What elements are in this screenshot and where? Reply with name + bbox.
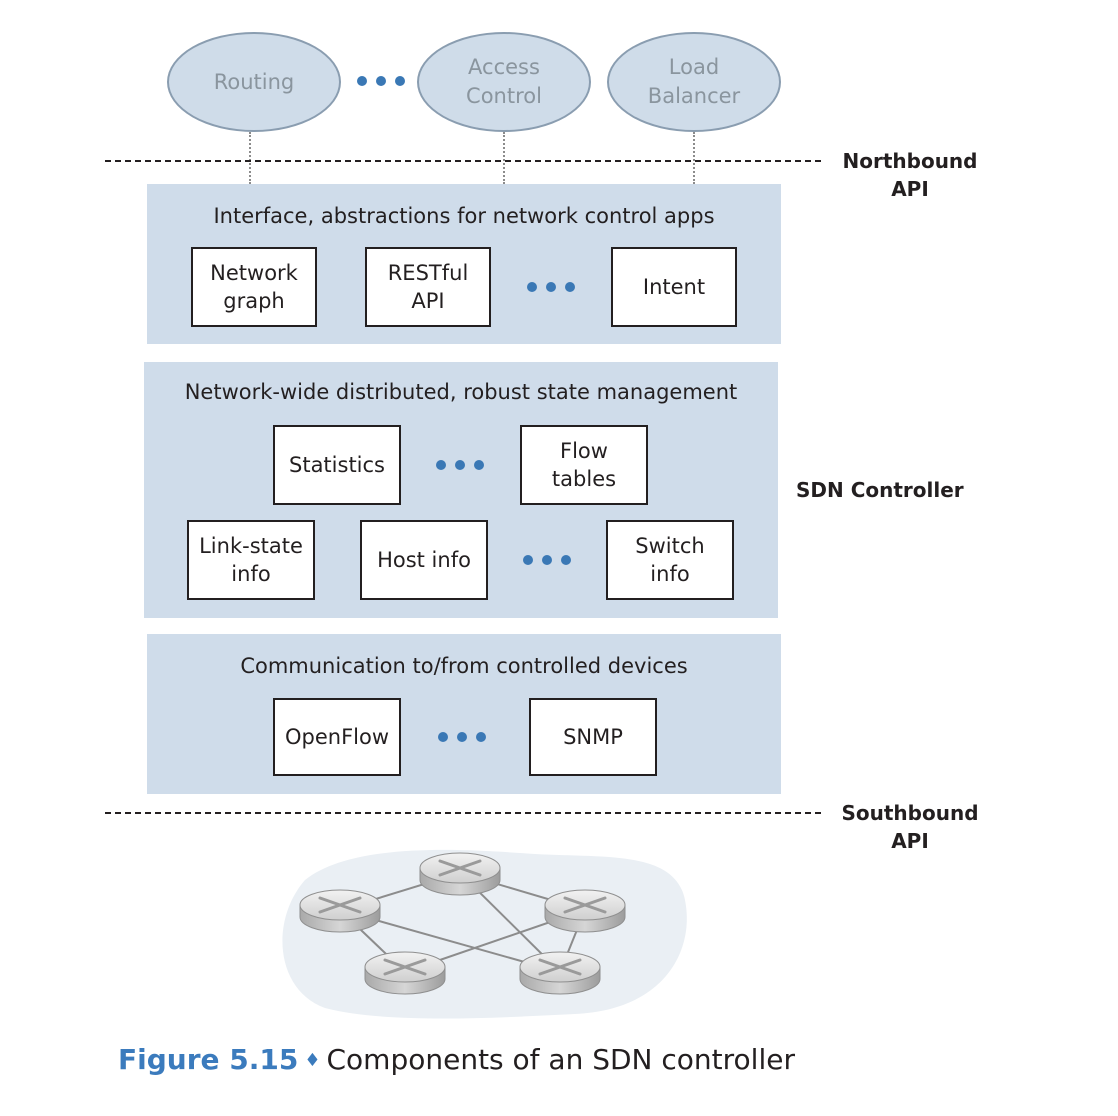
layer-title: Network-wide distributed, robust state m… (184, 380, 738, 404)
ellipsis-dots (527, 282, 575, 292)
access-control-app: Access Control (417, 32, 591, 132)
ellipsis-dots (357, 76, 405, 86)
figure-caption: Figure 5.15♦Components of an SDN control… (118, 1043, 795, 1076)
routing-app: Routing (167, 32, 341, 132)
interface-layer: Interface, abstractions for network cont… (147, 184, 781, 344)
connector-line (503, 132, 505, 184)
router-icon (518, 950, 602, 996)
connector-line (249, 132, 251, 184)
snmp-box: SNMP (529, 698, 657, 776)
caption-text: Components of an SDN controller (326, 1043, 795, 1076)
ellipsis-dots (436, 460, 484, 470)
communication-layer: Communication to/from controlled devices… (147, 634, 781, 794)
load-balancer-app: Load Balancer (607, 32, 781, 132)
router-icon (363, 950, 447, 996)
host-info-box: Host info (360, 520, 488, 600)
ellipsis-dots (438, 732, 486, 742)
layer-title: Interface, abstractions for network cont… (213, 204, 715, 228)
router-icon (298, 888, 382, 934)
link-state-info-box: Link-state info (187, 520, 315, 600)
flow-tables-box: Flow tables (520, 425, 648, 505)
southbound-dashed-line (105, 812, 821, 814)
state-management-layer: Network-wide distributed, robust state m… (144, 362, 778, 618)
statistics-box: Statistics (273, 425, 401, 505)
restful-api-box: RESTful API (365, 247, 491, 327)
southbound-api-label: Southbound API (841, 801, 979, 853)
connector-line (693, 132, 695, 184)
northbound-api-label: Northbound API (842, 149, 978, 201)
figure-number: Figure 5.15 (118, 1043, 299, 1076)
network-graph-box: Network graph (191, 247, 317, 327)
network-topology (282, 849, 687, 1019)
switch-info-box: Switch info (606, 520, 734, 600)
intent-box: Intent (611, 247, 737, 327)
northbound-dashed-line (105, 160, 821, 162)
openflow-box: OpenFlow (273, 698, 401, 776)
router-icon (418, 851, 502, 897)
ellipsis-dots (523, 555, 571, 565)
layer-title: Communication to/from controlled devices (240, 654, 688, 678)
diamond-icon: ♦ (304, 1050, 321, 1071)
sdn-controller-label: SDN Controller (796, 478, 964, 502)
router-icon (543, 888, 627, 934)
